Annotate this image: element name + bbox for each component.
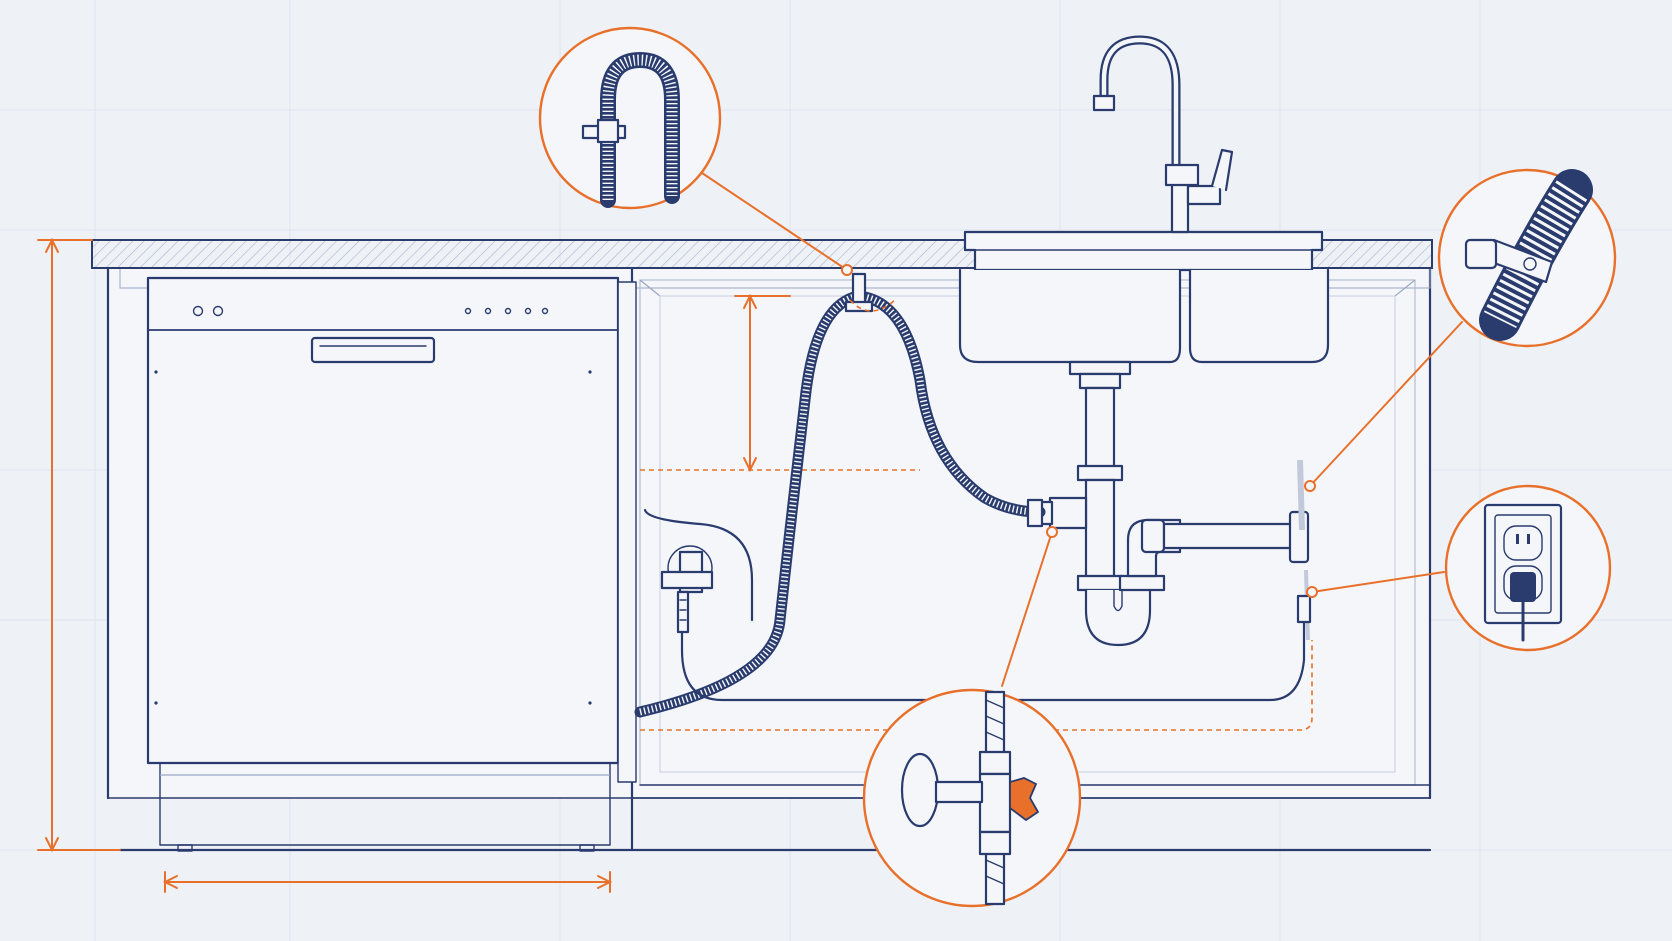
shutoff-valve-detail[interactable] xyxy=(862,688,1082,908)
high-loop-detail[interactable] xyxy=(538,26,722,210)
electrical-outlet-icon xyxy=(1483,503,1563,642)
faucet xyxy=(1092,35,1234,234)
hose-clamp-detail[interactable] xyxy=(1437,168,1617,348)
outlet-detail[interactable] xyxy=(1444,484,1612,652)
p-trap xyxy=(1038,360,1310,647)
drain-hose-high-loop-icon xyxy=(581,52,680,208)
dishwasher xyxy=(146,276,637,852)
hose-clamp-icon xyxy=(1464,169,1593,341)
callout-leaders xyxy=(701,172,1463,687)
sink xyxy=(958,230,1330,364)
shutoff-valve-icon xyxy=(900,690,1040,906)
drain-hose xyxy=(634,272,1046,718)
water-supply xyxy=(643,508,1312,702)
dimension-lines xyxy=(37,237,1313,893)
